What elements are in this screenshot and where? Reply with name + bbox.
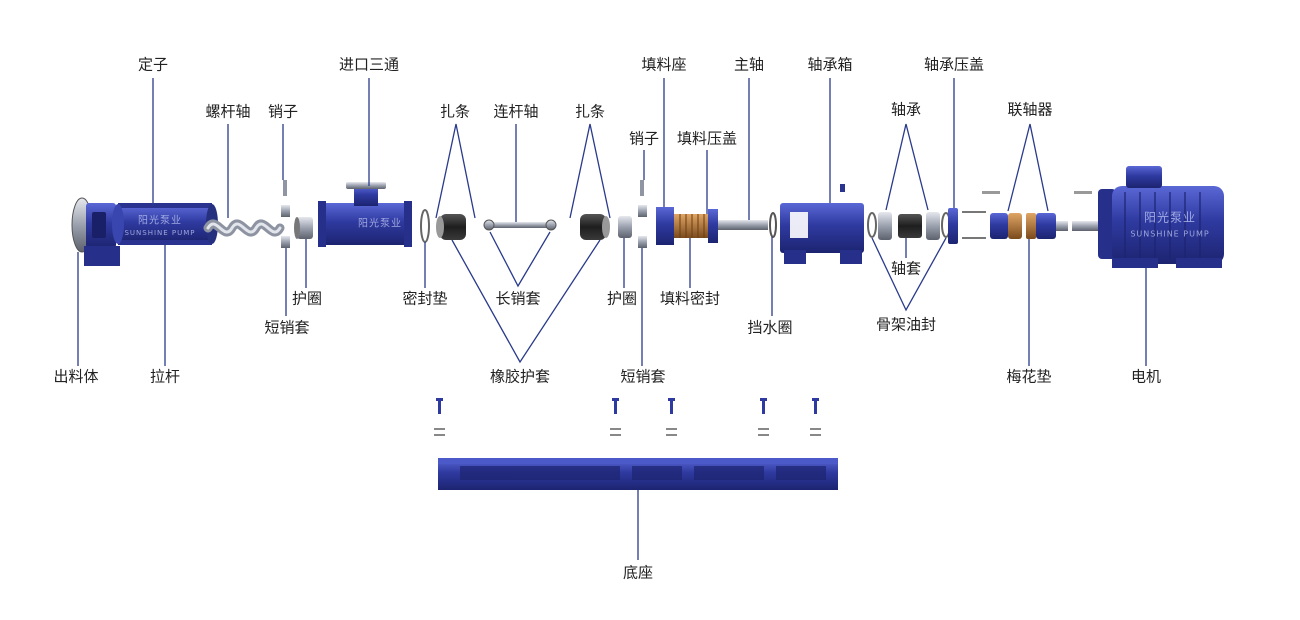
label-short-pin-sleeve-1: 短销套 [264, 318, 310, 337]
connecting-rod-part [483, 219, 557, 231]
stator-brand-sub: SUNSHINE PUMP [124, 229, 196, 237]
inlet-tee-part [318, 182, 412, 247]
label-bearing: 轴承 [890, 100, 922, 119]
label-packing-seat: 填料座 [641, 55, 687, 74]
label-pin-1: 销子 [267, 102, 299, 121]
label-base: 底座 [622, 563, 654, 582]
label-connecting-rod: 连杆轴 [493, 102, 539, 121]
label-motor: 电机 [1130, 367, 1162, 386]
label-clamp-strip-2: 扎条 [574, 102, 606, 121]
label-guard-ring-1: 护圈 [291, 289, 323, 308]
base-part [438, 458, 838, 490]
screw-shaft-part [203, 219, 285, 237]
motor-part [1072, 166, 1224, 268]
label-plum-pad: 梅花垫 [1006, 367, 1052, 386]
label-stator: 定子 [137, 55, 169, 74]
label-pin-2: 销子 [628, 129, 660, 148]
washer-icon [434, 428, 821, 436]
label-bearing-cover: 轴承压盖 [923, 55, 985, 74]
label-inlet-tee: 进口三通 [338, 55, 400, 74]
label-coupling: 联轴器 [1007, 100, 1053, 119]
bearing-cover-part [948, 191, 1000, 244]
coupling-part [990, 191, 1092, 239]
label-gasket: 密封垫 [402, 289, 448, 308]
label-oil-seal: 骨架油封 [875, 315, 937, 334]
leader-lines [77, 78, 1147, 560]
outlet-body-part [71, 197, 120, 266]
bolt-icon [436, 398, 819, 414]
motor-brand-sub: SUNSHINE PUMP [1130, 229, 1210, 239]
label-bearing-box: 轴承箱 [807, 55, 853, 74]
guard-ring-1-part [294, 217, 313, 239]
label-outlet-body: 出料体 [53, 367, 99, 386]
bearing-group-part [867, 212, 951, 240]
label-packing-seal: 填料密封 [659, 289, 721, 308]
label-packing-gland: 填料压盖 [676, 129, 738, 148]
stator-part [112, 203, 218, 245]
label-long-pin-sleeve: 长销套 [495, 289, 541, 308]
inlet-brand-mark: 阳光泵业 [358, 218, 402, 230]
label-shaft-sleeve: 轴套 [890, 259, 922, 278]
bearing-box-part [780, 184, 864, 264]
label-clamp-strip-1: 扎条 [439, 102, 471, 121]
pin-1-part [281, 180, 290, 248]
water-ring-part [769, 212, 777, 238]
gasket-part [420, 209, 430, 243]
rubber-boot-2-part [580, 214, 610, 240]
guard-ring-2-part [618, 180, 647, 248]
packing-assembly-part [656, 207, 768, 245]
stator-brand-mark: 阳光泵业 [138, 215, 182, 227]
label-water-ring: 挡水圈 [747, 318, 793, 337]
rubber-boot-1-part [436, 214, 466, 240]
label-screw-shaft: 螺杆轴 [205, 102, 251, 121]
label-main-shaft: 主轴 [733, 55, 765, 74]
motor-brand-mark: 阳光泵业 [1143, 210, 1197, 225]
label-short-pin-sleeve-2: 短销套 [620, 367, 666, 386]
label-guard-ring-2: 护圈 [606, 289, 638, 308]
label-rubber-boot: 橡胶护套 [489, 367, 551, 386]
label-tie-rod: 拉杆 [149, 367, 181, 386]
